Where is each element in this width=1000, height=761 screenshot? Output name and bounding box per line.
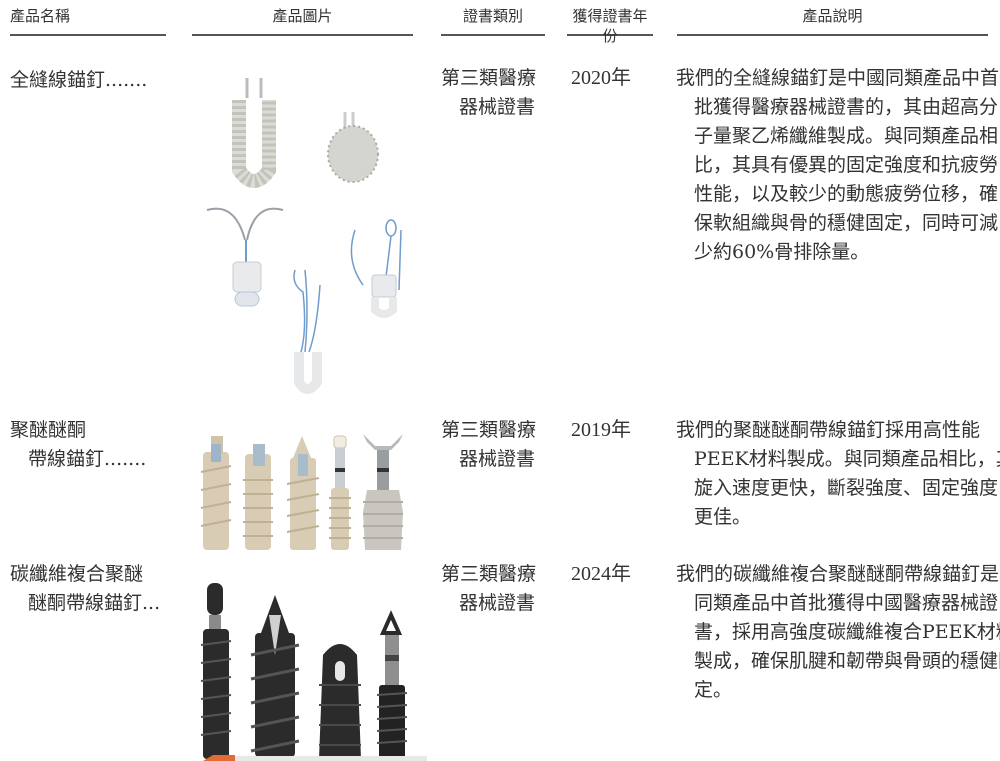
row-1-product-image xyxy=(195,70,415,400)
row-2-desc-line: 旋入速度更快，斷裂強度、固定強度 xyxy=(694,477,999,499)
header-description: 產品說明 xyxy=(677,6,988,36)
row-3-product-name: 碳纖維複合聚醚 醚酮帶線錨釘... xyxy=(10,560,160,618)
row-1-name-line-1: 全縫線錨釘....... xyxy=(10,69,148,91)
header-cert-type: 證書類別 xyxy=(441,6,545,36)
row-2-name-line-2: 帶線錨釘....... xyxy=(28,448,147,470)
header-product-name: 產品名稱 xyxy=(10,6,166,36)
row-2-cert-type: 第三類醫療 器械證書 xyxy=(441,416,551,474)
row-2-cert-line-2: 器械證書 xyxy=(459,448,536,470)
row-3-desc-line: 同類產品中首批獲得中國醫療器械證 xyxy=(694,592,999,614)
row-2-cert-year: 2019年 xyxy=(571,419,631,441)
row-3-desc-line: 定。 xyxy=(694,679,733,701)
row-3-description: 我們的碳纖維複合聚醚醚酮帶線錨釘是 同類產品中首批獲得中國醫療器械證 書，採用高… xyxy=(676,560,1000,705)
row-3-product-image xyxy=(195,575,430,761)
row-1-product-name: 全縫線錨釘....... xyxy=(10,66,147,95)
row-1-desc-line: 批獲得醫療器械證書的，其由超高分 xyxy=(694,96,999,118)
row-3-desc-line: 我們的碳纖維複合聚醚醚酮帶線錨釘是 xyxy=(676,563,1000,585)
row-1-cert-line-2: 器械證書 xyxy=(459,96,536,118)
row-1-desc-line: 我們的全縫線錨釘是中國同類產品中首 xyxy=(676,67,1000,89)
header-product-image: 產品圖片 xyxy=(192,6,413,36)
row-2-description: 我們的聚醚醚酮帶線錨釘採用高性能 PEEK材料製成。與同類產品相比，其 旋入速度… xyxy=(676,416,1000,532)
carbon-fiber-anchor-illustration xyxy=(200,583,427,761)
row-2-cert-line-1: 第三類醫療 xyxy=(441,419,537,441)
all-suture-anchor-illustration xyxy=(206,78,402,394)
row-3-cert-line-2: 器械證書 xyxy=(459,592,536,614)
row-3-cert-line-1: 第三類醫療 xyxy=(441,563,537,585)
row-1-cert-year: 2020年 xyxy=(571,67,631,89)
row-3-desc-line: 製成，確保肌腱和韌帶與骨頭的穩健固 xyxy=(694,650,1000,672)
row-2-desc-line: PEEK材料製成。與同類產品相比，其 xyxy=(694,448,1000,470)
peek-suture-anchor-illustration xyxy=(200,434,403,550)
row-1-desc-line: 子量聚乙烯纖維製成。與同類產品相 xyxy=(694,125,999,147)
row-1-description: 我們的全縫線錨釘是中國同類產品中首 批獲得醫療器械證書的，其由超高分 子量聚乙烯… xyxy=(676,64,1000,267)
row-1-desc-line: 少約60%骨排除量。 xyxy=(694,241,870,263)
row-2-desc-line: 更佳。 xyxy=(694,506,752,528)
row-3-desc-line: 書，採用高強度碳纖維複合PEEK材料 xyxy=(694,621,1000,643)
row-3-name-line-1: 碳纖維複合聚醚 xyxy=(10,563,144,585)
header-cert-year: 獲得證書年份 xyxy=(567,6,653,45)
row-1-desc-line: 比，其具有優異的固定強度和抗疲勞 xyxy=(694,154,999,176)
row-2-name-line-1: 聚醚醚酮 xyxy=(10,419,87,441)
row-1-desc-line: 保軟組織與骨的穩健固定，同時可減 xyxy=(694,212,999,234)
row-2-product-image xyxy=(195,432,415,552)
row-1-cert-line-1: 第三類醫療 xyxy=(441,67,537,89)
row-2-product-name: 聚醚醚酮 帶線錨釘....... xyxy=(10,416,146,474)
row-3-name-line-2: 醚酮帶線錨釘... xyxy=(28,592,161,614)
row-2-desc-line: 我們的聚醚醚酮帶線錨釘採用高性能 xyxy=(676,419,981,441)
row-1-cert-type: 第三類醫療 器械證書 xyxy=(441,64,551,122)
row-3-cert-type: 第三類醫療 器械證書 xyxy=(441,560,551,618)
row-3-cert-year: 2024年 xyxy=(571,563,631,585)
row-1-desc-line: 性能，以及較少的動態疲勞位移，確 xyxy=(694,183,999,205)
